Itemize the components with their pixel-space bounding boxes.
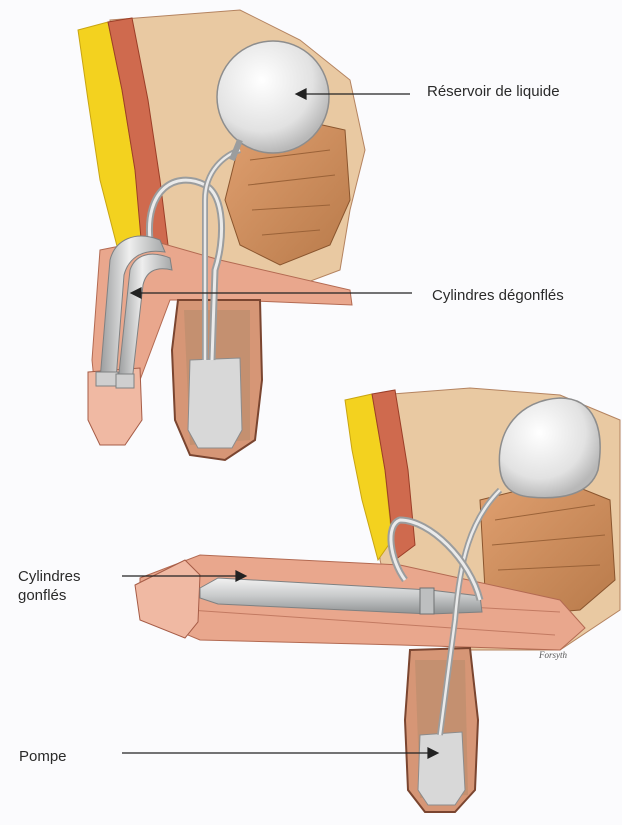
label-reservoir: Réservoir de liquide	[427, 82, 560, 101]
artist-signature: Forsyth	[539, 650, 567, 660]
pump-lower	[418, 732, 465, 805]
pump-upper	[188, 358, 242, 448]
label-cylinders-inflated: Cylindres gonflés	[18, 567, 118, 605]
reservoir-ball	[217, 41, 329, 153]
glans-lower	[135, 560, 200, 638]
label-cylinders-deflated: Cylindres dégonflés	[432, 286, 564, 305]
upper-figure	[78, 10, 365, 460]
label-pump: Pompe	[19, 747, 67, 766]
